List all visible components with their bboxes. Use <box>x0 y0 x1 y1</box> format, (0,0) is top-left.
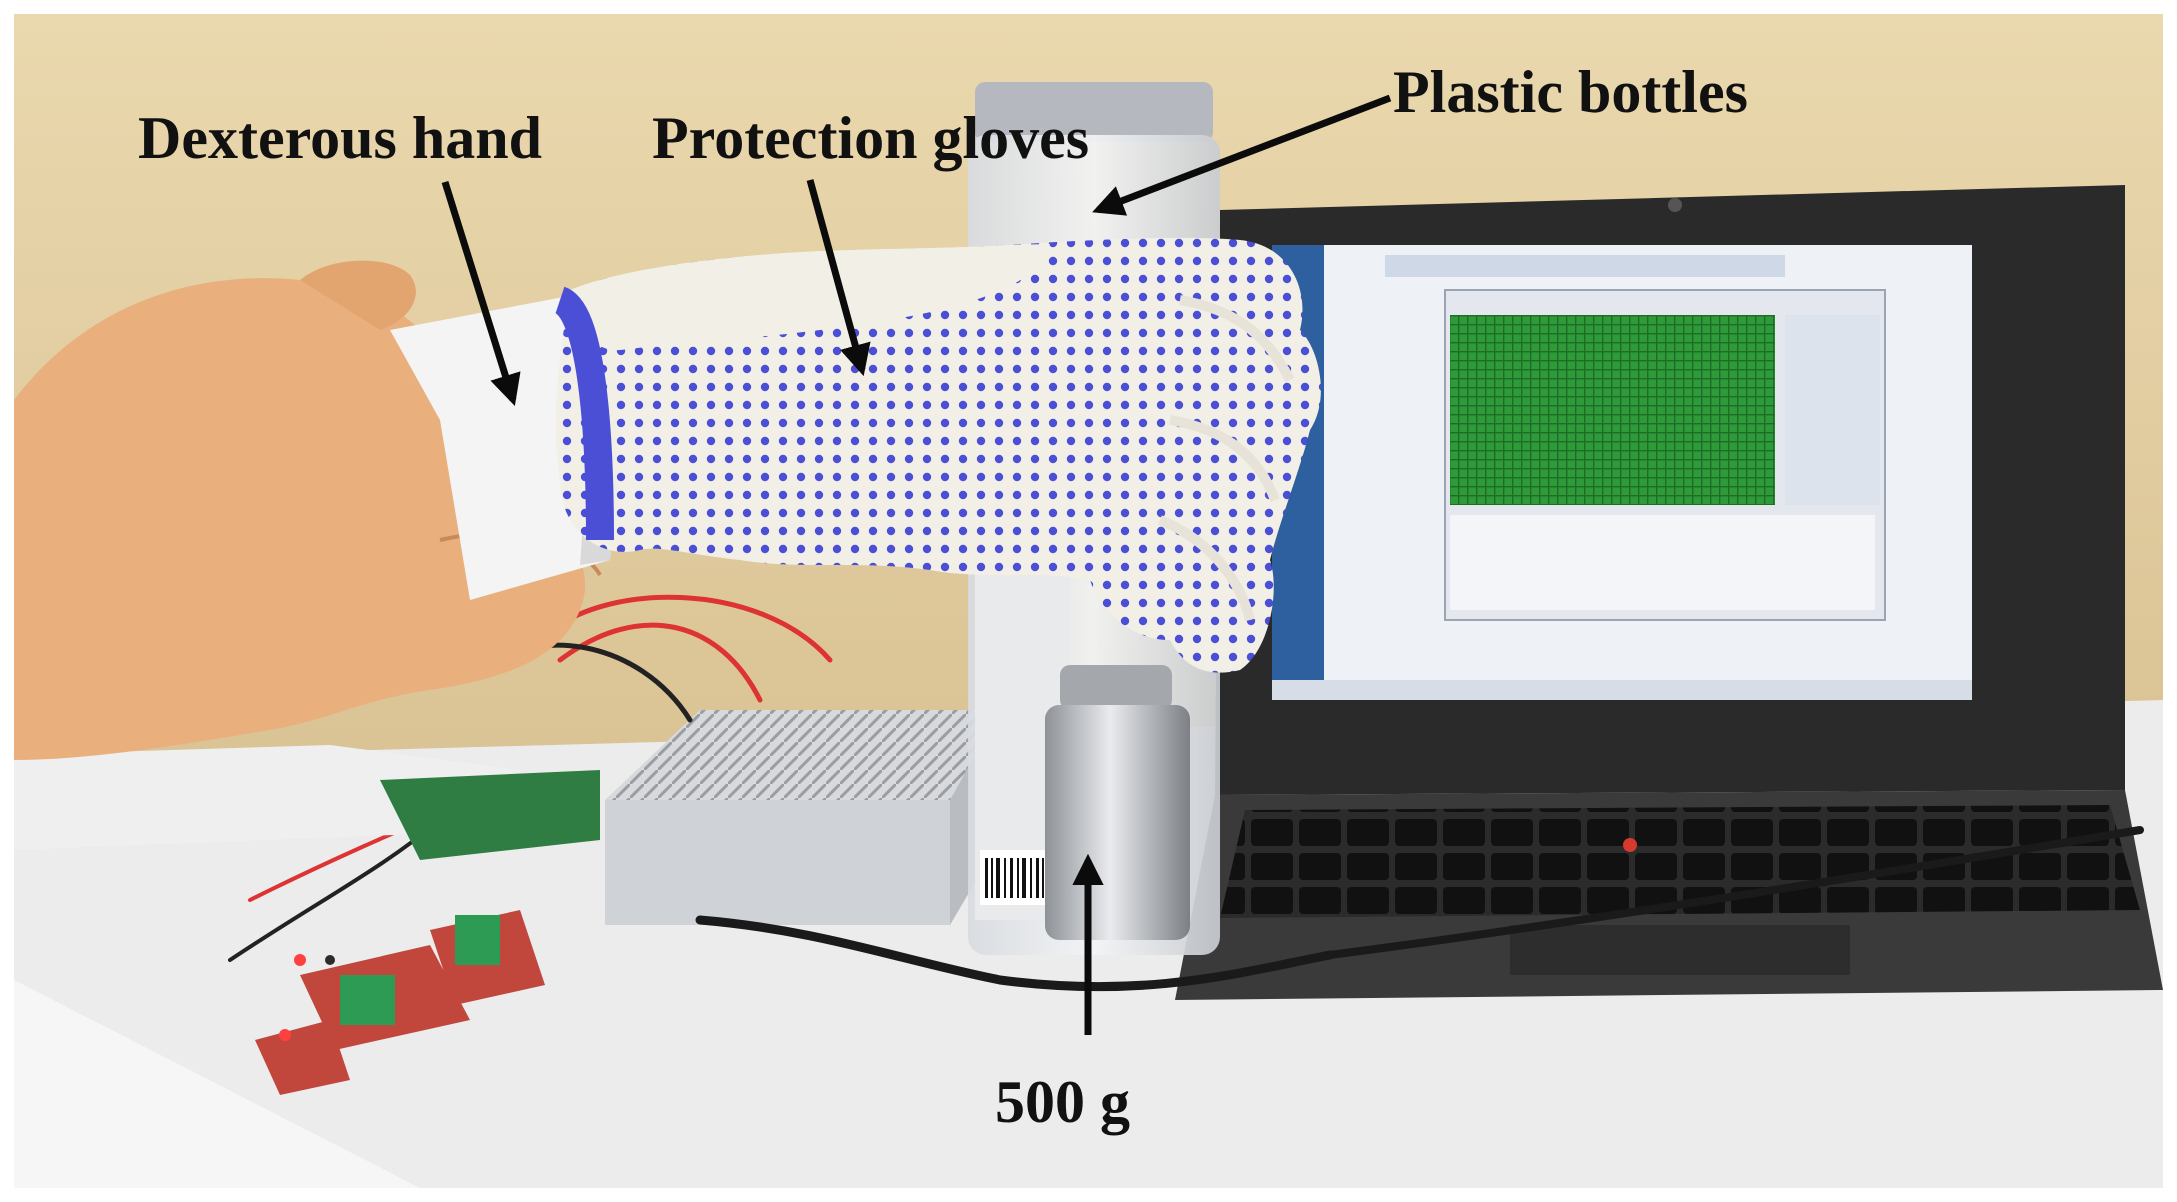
label-dexterous-hand: Dexterous hand <box>138 105 542 171</box>
weight-500g <box>1045 665 1190 940</box>
sensor-grid-display <box>1450 315 1775 505</box>
label-plastic-bottles: Plastic bottles <box>1393 59 1748 125</box>
cables <box>228 594 2144 992</box>
label-protection-gloves: Protection gloves <box>652 105 1090 171</box>
power-supply <box>605 710 1000 925</box>
breadboard <box>14 745 600 860</box>
protection-glove <box>553 237 1321 673</box>
arrow-dexterous-hand <box>441 180 521 407</box>
taskbar <box>1272 680 1972 700</box>
bottle-cap <box>975 82 1213 142</box>
arrow-protection-gloves <box>806 179 871 377</box>
motor-driver-boards <box>255 910 545 1095</box>
label-500g: 500 g <box>995 1069 1130 1135</box>
laptop-keyboard <box>1220 805 2140 918</box>
laptop <box>1175 185 2163 1000</box>
arrow-plastic-bottles <box>1092 94 1392 216</box>
annotation-arrows <box>441 94 1392 1035</box>
